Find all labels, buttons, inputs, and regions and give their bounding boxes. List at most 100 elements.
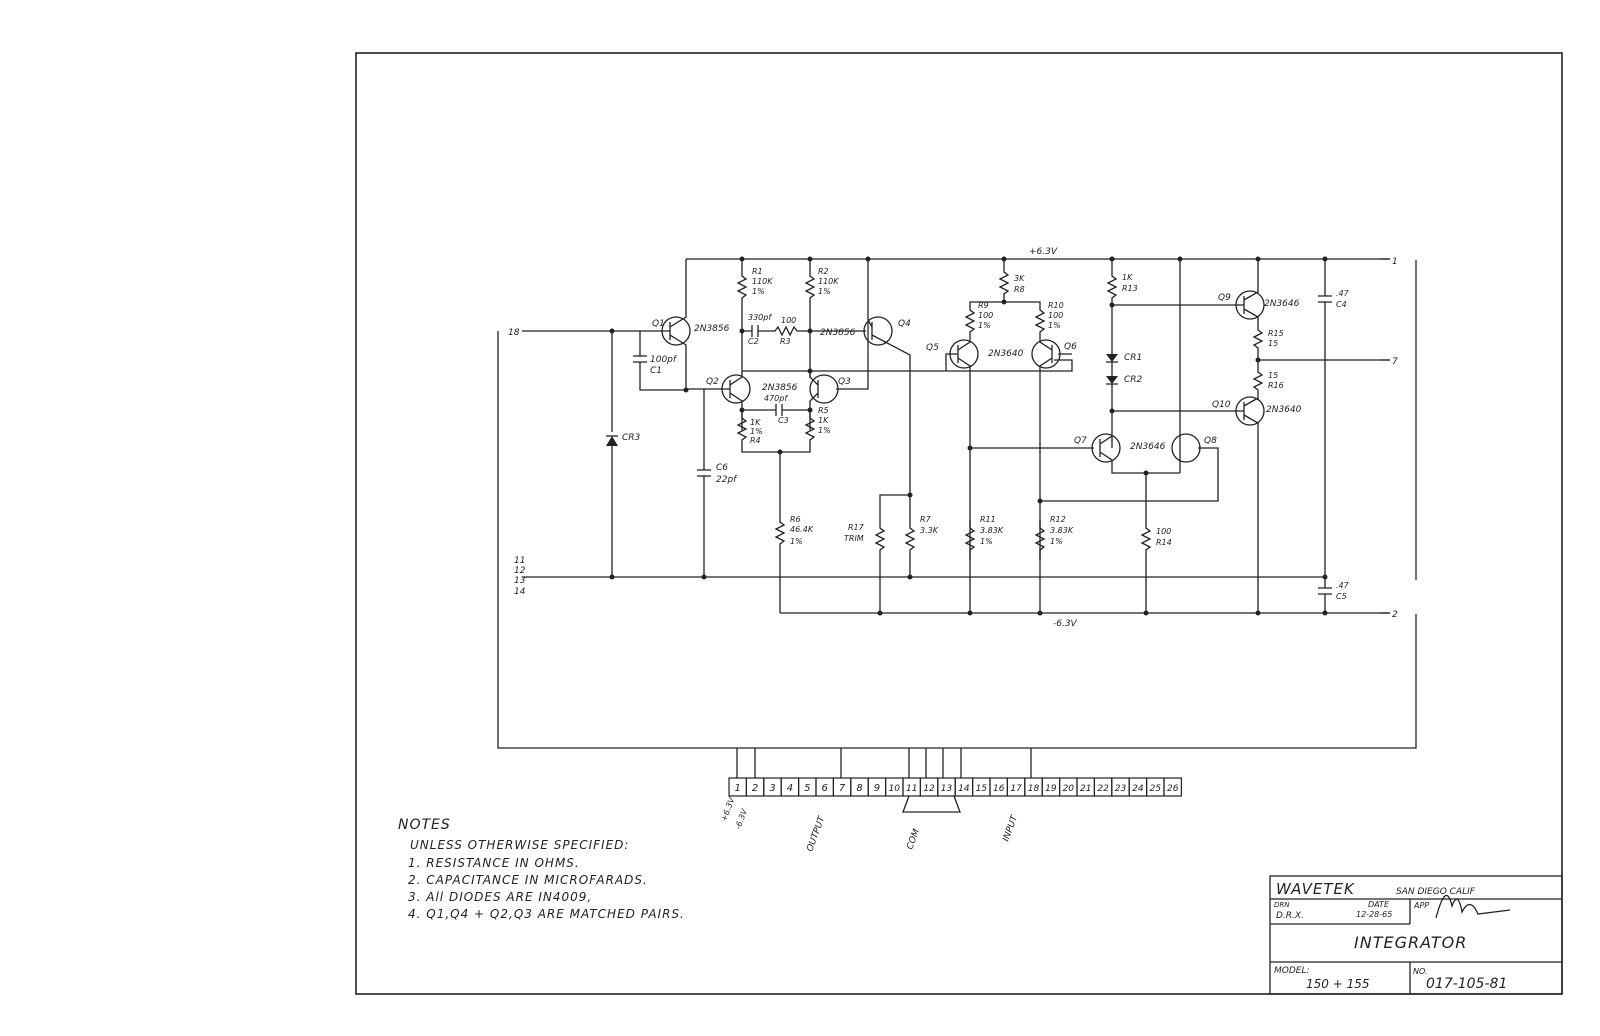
- q3-transistor: Q3: [809, 322, 869, 430]
- c2-r3-network: 330pf 100 C2 R3: [742, 313, 810, 346]
- notes-intro: UNLESS OTHERWISE SPECIFIED:: [410, 838, 629, 852]
- sheet-border: [355, 52, 1563, 995]
- cr3-label: CR3: [622, 433, 641, 443]
- connector-pin-label: 9: [874, 783, 880, 794]
- svg-text:22pf: 22pf: [716, 475, 738, 485]
- svg-text:2N3646: 2N3646: [1130, 442, 1166, 452]
- connector-pin-label: 5: [804, 783, 810, 794]
- cr3-diode: [606, 436, 618, 446]
- connector-pin-label: 17: [1010, 784, 1022, 794]
- conn-label-com: COM: [905, 828, 922, 851]
- svg-text:1%: 1%: [750, 427, 763, 436]
- svg-text:2N3646: 2N3646: [1264, 299, 1300, 309]
- tb-drn-value: D.R.X.: [1276, 911, 1304, 921]
- terminal-13: 13: [514, 576, 526, 586]
- q2-collector-tie: [742, 359, 1073, 372]
- svg-text:C2: C2: [748, 337, 759, 346]
- svg-text:Q8: Q8: [1204, 436, 1217, 446]
- svg-text:R16: R16: [1268, 381, 1284, 390]
- tb-app-label: APP: [1413, 901, 1429, 910]
- svg-text:R4: R4: [750, 436, 761, 445]
- svg-text:R13: R13: [1122, 284, 1138, 293]
- input-network: CR3 100pf C1: [606, 328, 689, 580]
- c1-capacitor: [633, 355, 647, 363]
- svg-text:R15: R15: [1268, 329, 1284, 338]
- connector-pin-label: 15: [976, 784, 988, 794]
- svg-text:R17: R17: [848, 523, 865, 532]
- connector-pin-label: 12: [923, 784, 935, 794]
- r14-resistor: 100 R14: [1140, 473, 1172, 616]
- svg-text:1K: 1K: [818, 416, 829, 425]
- r11-r12: R11 3.83K 1% R12 3.83K 1%: [964, 445, 1074, 616]
- connector-pin-label: 7: [839, 783, 846, 794]
- svg-text:C4: C4: [1336, 300, 1347, 309]
- svg-text:TRIM: TRIM: [844, 534, 864, 543]
- svg-text:R5: R5: [818, 406, 829, 415]
- svg-text:3.3K: 3.3K: [920, 526, 939, 535]
- tb-date-value: 12-28-65: [1356, 910, 1392, 919]
- c1-value: 100pf: [650, 355, 678, 365]
- connector-pin-label: 26: [1167, 784, 1179, 794]
- svg-text:R10: R10: [1048, 301, 1064, 310]
- r8-r9-r10: 3K R8 R9 100 1% R10 100 1%: [964, 256, 1064, 340]
- notes-item-2: 2. CAPACITANCE IN MICROFARADS.: [408, 873, 648, 887]
- svg-text:100: 100: [1156, 527, 1171, 536]
- svg-text:CR2: CR2: [1124, 375, 1143, 385]
- tb-title: INTEGRATOR: [1354, 933, 1467, 952]
- svg-text:C6: C6: [716, 463, 728, 473]
- q1-transistor: Q1 2N3856: [652, 259, 730, 390]
- tb-drn-label: DRN: [1274, 901, 1290, 909]
- q2-type: 2N3856: [762, 383, 798, 393]
- connector-pin-label: 8: [856, 783, 862, 794]
- terminal-11: 11: [514, 556, 525, 566]
- svg-text:R2: R2: [818, 267, 829, 276]
- q2-transistor: Q2 2N3856: [686, 330, 798, 430]
- connector-leads: [736, 748, 1032, 813]
- svg-text:1%: 1%: [790, 537, 803, 546]
- tb-date-label: DATE: [1368, 900, 1390, 909]
- svg-text:.47: .47: [1336, 289, 1350, 298]
- connector-pin-label: 22: [1097, 784, 1109, 794]
- svg-text:2N3640: 2N3640: [988, 349, 1024, 359]
- connector-pin-label: 21: [1080, 784, 1091, 794]
- svg-text:1%: 1%: [818, 287, 831, 296]
- svg-text:2N3640: 2N3640: [1266, 405, 1302, 415]
- terminal-14: 14: [514, 587, 526, 597]
- q1-label: Q1: [652, 319, 665, 329]
- q9-transistor: Q9 2N3646: [1218, 256, 1300, 330]
- q4-label: Q4: [898, 319, 911, 329]
- svg-text:110K: 110K: [818, 277, 839, 286]
- approval-signature: [1435, 894, 1511, 919]
- conn-label-p6v: +6.3V: [719, 796, 736, 823]
- connector-pin-label: 16: [993, 784, 1005, 794]
- connector-pin-26: [1163, 777, 1182, 797]
- svg-text:15: 15: [1268, 339, 1278, 348]
- svg-text:1%: 1%: [1048, 321, 1061, 330]
- svg-text:Q5: Q5: [926, 343, 939, 353]
- svg-text:1%: 1%: [978, 321, 991, 330]
- connector-pin-label: 3: [769, 783, 775, 794]
- q10-transistor: Q10 2N3640: [1212, 396, 1302, 616]
- svg-text:100: 100: [781, 316, 796, 325]
- q5-transistor: Q5 2N3640: [926, 339, 1024, 613]
- notes-item-1: 1. RESISTANCE IN OHMS.: [408, 856, 580, 870]
- connector-pin-label: 6: [822, 783, 828, 794]
- svg-text:R8: R8: [1014, 285, 1025, 294]
- tb-no-value: 017-105-81: [1426, 976, 1507, 992]
- svg-text:1K: 1K: [1122, 273, 1133, 282]
- terminal-labels: +6.3V -6.3V 1 7 2 18 11 12 13 14: [508, 247, 1398, 629]
- connector-pin-label: 10: [889, 784, 901, 794]
- svg-text:3.83K: 3.83K: [1050, 526, 1074, 535]
- q2-label: Q2: [706, 377, 719, 387]
- connector-pin-label: 19: [1045, 784, 1057, 794]
- positive-rail-label: +6.3V: [1029, 247, 1058, 257]
- connector-pin-label: 24: [1132, 784, 1144, 794]
- c4-c5: .47 C4 .47 C5: [1318, 256, 1350, 616]
- svg-text:1%: 1%: [818, 426, 831, 435]
- c6-capacitor: C6 22pf: [697, 389, 738, 580]
- svg-text:C5: C5: [1336, 592, 1347, 601]
- svg-text:1%: 1%: [980, 537, 993, 546]
- q1-type: 2N3856: [694, 324, 730, 334]
